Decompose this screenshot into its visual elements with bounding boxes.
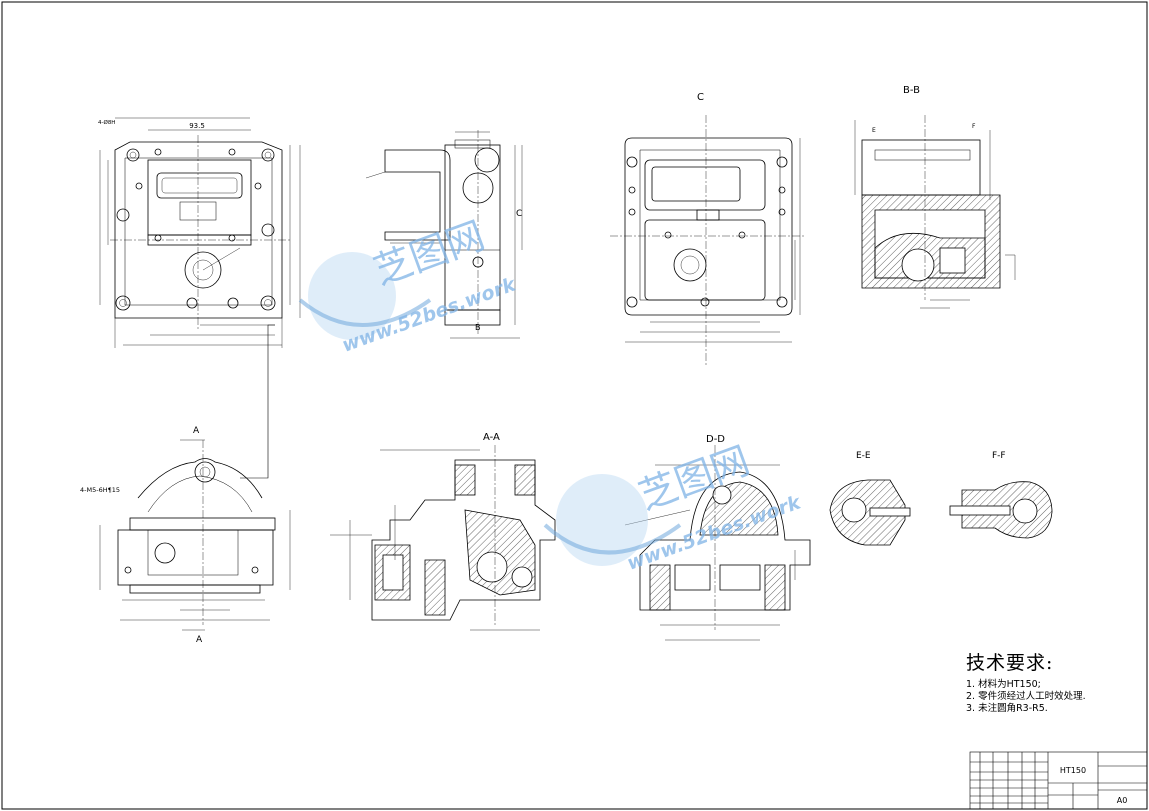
view-label-aa: A-A (483, 432, 500, 443)
view-c (610, 115, 805, 365)
side-b-marker: B (475, 323, 481, 332)
dim-935: 93.5 (189, 122, 205, 130)
watermark-1-brand: 芝图网 (368, 213, 490, 293)
section-aa (330, 445, 556, 631)
watermark-2: 芝图网 www.52bes.work (543, 438, 805, 575)
view-label-dd: D-D (706, 434, 725, 445)
tech-requirement-2: 2. 零件须经过人工时效处理. (966, 691, 1086, 702)
view-label-c: C (697, 92, 704, 103)
title-sheet-size: A0 (1117, 796, 1128, 805)
title-material: HT150 (1060, 766, 1086, 775)
view-label-a-top: A (193, 426, 200, 436)
watermark-1: 芝图网 www.52bes.work (298, 213, 520, 357)
view-label-a-bottom: A (196, 635, 203, 645)
section-ff (949, 481, 1053, 539)
side-c-marker: C (516, 209, 522, 219)
thread-note: 4-M5-6H¶15 (80, 486, 120, 494)
bb-f-marker: F (972, 123, 976, 130)
tech-requirement-3: 3. 未注圆角R3-R5. (966, 703, 1048, 714)
tech-requirement-1: 1. 材料为HT150; (966, 679, 1041, 690)
bottom-view (99, 439, 291, 631)
dim-holes: 4-Ø8H (98, 119, 115, 126)
view-label-ee: E-E (856, 451, 871, 461)
section-dd (624, 445, 811, 641)
front-view (99, 117, 301, 348)
bb-e-marker: E (872, 127, 876, 134)
section-ee (829, 479, 911, 546)
projection-link (240, 324, 275, 479)
view-label-ff: F-F (992, 451, 1006, 461)
side-view (365, 130, 523, 339)
view-bb (854, 115, 1016, 309)
view-label-bb: B-B (903, 85, 920, 96)
tech-requirements: 技术要求: 1. 材料为HT150; 2. 零件须经过人工时效处理. 3. 未注… (966, 648, 1136, 715)
tech-requirements-heading: 技术要求: (966, 652, 1054, 674)
title-block (969, 751, 1148, 810)
